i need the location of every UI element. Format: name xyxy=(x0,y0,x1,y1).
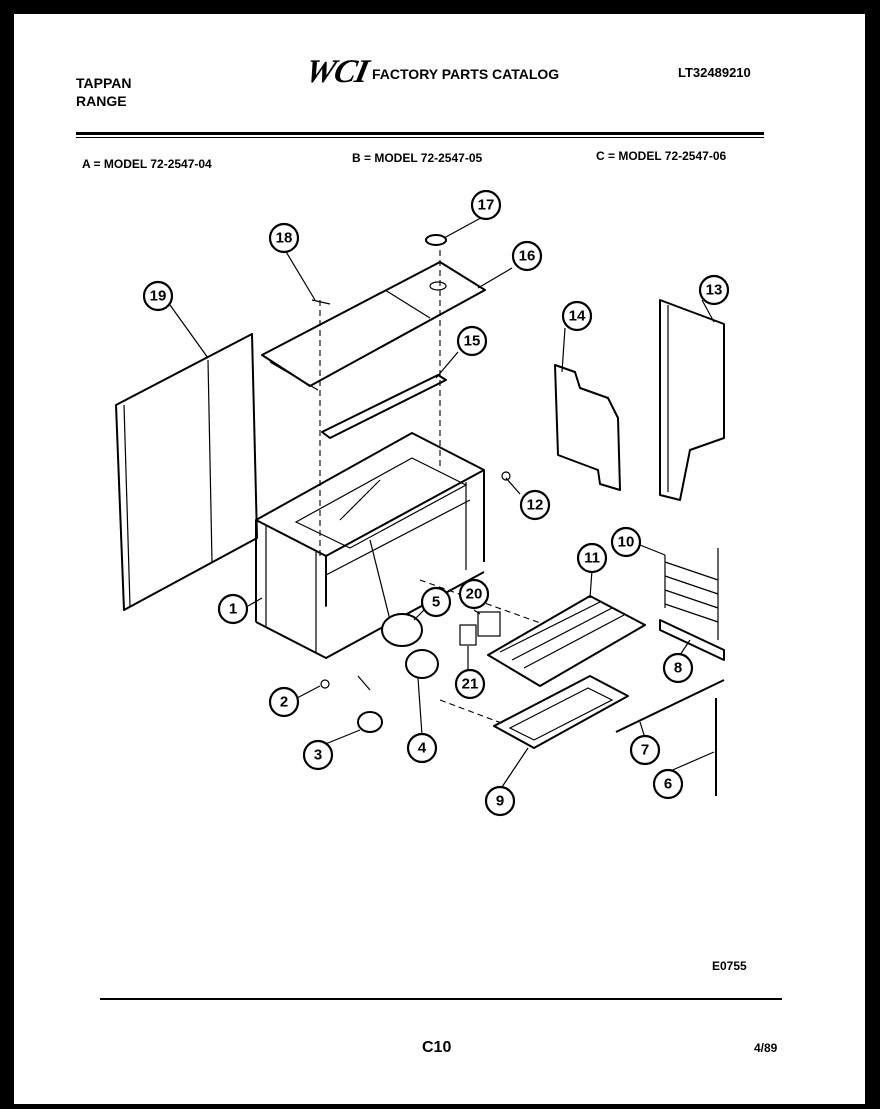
page-code: C10 xyxy=(422,1039,452,1056)
callout-15: 15 xyxy=(456,325,488,357)
brand-line1: TAPPAN xyxy=(76,75,132,91)
svg-text:21: 21 xyxy=(462,676,479,693)
trim-strip xyxy=(615,679,725,733)
callout-12: 12 xyxy=(519,489,551,521)
callout-1: 1 xyxy=(217,593,249,625)
callout-2: 2 xyxy=(268,686,300,718)
callout-6: 6 xyxy=(652,768,684,800)
callout-18: 18 xyxy=(268,222,300,254)
ring-5 xyxy=(381,613,423,647)
ring-4 xyxy=(405,649,439,679)
header-rule-thin xyxy=(76,137,764,138)
svg-text:17: 17 xyxy=(478,197,495,214)
callout-5: 5 xyxy=(420,586,452,618)
callout-21: 21 xyxy=(454,668,486,700)
svg-text:12: 12 xyxy=(527,497,544,514)
footer-rule xyxy=(100,998,782,1000)
model-c: C = MODEL 72-2547-06 xyxy=(596,149,727,163)
top-clip xyxy=(311,299,331,305)
catalog-title: FACTORY PARTS CATALOG xyxy=(372,66,560,82)
model-b: B = MODEL 72-2547-05 xyxy=(352,151,483,165)
svg-text:7: 7 xyxy=(641,742,649,759)
svg-text:4: 4 xyxy=(418,740,427,757)
svg-text:14: 14 xyxy=(569,308,586,325)
svg-text:2: 2 xyxy=(280,694,288,711)
callout-8: 8 xyxy=(662,652,694,684)
svg-text:11: 11 xyxy=(584,550,600,567)
svg-text:18: 18 xyxy=(276,230,293,247)
drawing-code: E0755 xyxy=(712,959,747,973)
callout-14: 14 xyxy=(561,300,593,332)
callout-17: 17 xyxy=(470,189,502,221)
side-rail xyxy=(659,619,725,661)
rear-panel xyxy=(659,299,725,501)
catalog-number: LT32489210 xyxy=(678,65,751,80)
callout-10: 10 xyxy=(610,526,642,558)
svg-text:3: 3 xyxy=(314,747,322,764)
clip-20 xyxy=(477,611,501,637)
model-a: A = MODEL 72-2547-04 xyxy=(82,157,212,171)
header-rule xyxy=(76,132,764,135)
clip-21 xyxy=(459,624,477,646)
rack-guides xyxy=(664,548,719,640)
callout-9: 9 xyxy=(484,785,516,817)
control-bracket xyxy=(554,364,621,491)
brand-line2: RANGE xyxy=(76,93,127,109)
callout-7: 7 xyxy=(629,734,661,766)
front-rail xyxy=(321,374,447,439)
callout-11: 11 xyxy=(576,542,608,574)
ring-3 xyxy=(357,711,383,733)
svg-text:16: 16 xyxy=(519,248,536,265)
side-panel xyxy=(115,333,258,611)
callout-19: 19 xyxy=(142,280,174,312)
top-panel xyxy=(261,261,486,391)
cabinet-frame xyxy=(255,432,485,659)
svg-text:10: 10 xyxy=(618,534,635,551)
callout-3: 3 xyxy=(302,739,334,771)
top-knob xyxy=(425,234,447,246)
svg-text:9: 9 xyxy=(496,793,504,810)
callout-13: 13 xyxy=(698,274,730,306)
svg-text:15: 15 xyxy=(464,333,481,350)
broil-pan xyxy=(493,675,629,749)
leader-lines xyxy=(169,213,715,791)
callout-16: 16 xyxy=(511,240,543,272)
svg-text:19: 19 xyxy=(150,288,167,305)
callout-4: 4 xyxy=(406,732,438,764)
svg-text:8: 8 xyxy=(674,660,682,677)
svg-text:13: 13 xyxy=(706,282,723,299)
svg-text:20: 20 xyxy=(466,586,483,603)
svg-text:5: 5 xyxy=(432,594,440,611)
callout-20: 20 xyxy=(458,578,490,610)
svg-text:1: 1 xyxy=(229,601,237,618)
oven-rack xyxy=(487,595,646,687)
screw xyxy=(501,471,511,481)
print-date: 4/89 xyxy=(754,1041,778,1055)
svg-text:6: 6 xyxy=(664,776,672,793)
small-part-2 xyxy=(320,679,330,689)
